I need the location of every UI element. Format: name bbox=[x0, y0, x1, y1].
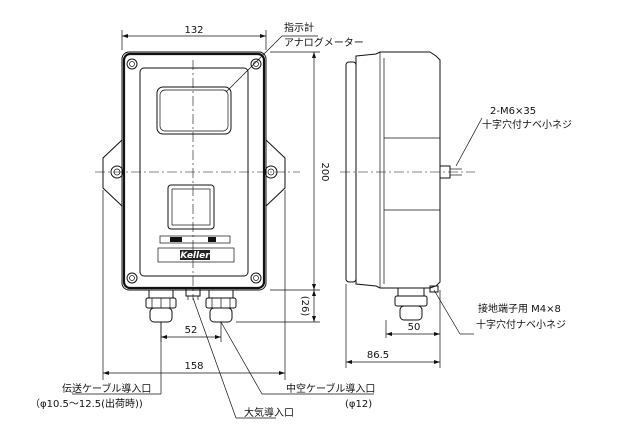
label-screw-line2: 十字穴付ナベ小ネジ bbox=[482, 118, 572, 131]
display-window bbox=[167, 184, 215, 230]
dim-side-depth: 86.5 bbox=[367, 350, 389, 361]
corner-screw-top-right-icon bbox=[250, 58, 262, 70]
label-air-inlet: 大気導入口 bbox=[244, 406, 294, 419]
side-labels: 2-M6×35 十字穴付ナベ小ネジ 接地端子用 M4×8 十字穴付ナベ小ネジ bbox=[433, 106, 572, 335]
dim-gap: (26) bbox=[299, 296, 310, 317]
corner-screw-bottom-right-icon bbox=[250, 272, 262, 284]
dim-port-spacing: 52 bbox=[185, 325, 198, 336]
label-transmission-line1: 伝送ケーブル導入口 bbox=[62, 382, 151, 395]
side-gland-nut bbox=[394, 295, 428, 307]
ground-terminal-icon bbox=[429, 285, 439, 293]
side-view bbox=[340, 51, 475, 321]
housing-outer bbox=[121, 51, 267, 291]
corner-screw-top-left-icon bbox=[126, 58, 138, 70]
side-dimensions: 50 86.5 bbox=[345, 284, 441, 368]
right-mounting-flange bbox=[265, 139, 286, 207]
brand-name: Keller bbox=[180, 251, 210, 261]
label-ground-line2: 十字穴付ナベ小ネジ bbox=[476, 318, 566, 331]
display-inner bbox=[171, 188, 211, 226]
front-dimensions: 132 200 (26) 52 158 bbox=[102, 25, 330, 380]
label-ground-line1: 接地端子用 M4×8 bbox=[478, 302, 561, 315]
left-cable-gland bbox=[145, 289, 177, 323]
air-inlet-port bbox=[185, 287, 201, 297]
side-screw-icon bbox=[439, 165, 451, 179]
dim-side-base: 50 bbox=[408, 322, 421, 333]
label-indicator-line1: 指示計 bbox=[284, 21, 314, 34]
brand-plate-frame bbox=[157, 247, 235, 263]
dim-top-width: 132 bbox=[184, 25, 203, 36]
dim-bottom-width: 158 bbox=[184, 361, 203, 372]
analog-meter-window bbox=[156, 86, 232, 135]
label-hollow-line2: (φ12) bbox=[345, 399, 372, 410]
switch-left bbox=[170, 237, 182, 242]
front-labels: 指示計 アナログメーター 伝送ケーブル導入口 （φ10.5～12.5(出荷時))… bbox=[30, 21, 375, 419]
left-mounting-flange bbox=[102, 139, 123, 207]
dim-height: 200 bbox=[319, 162, 330, 181]
label-transmission-line2: （φ10.5～12.5(出荷時)) bbox=[30, 397, 143, 410]
label-screw-line1: 2-M6×35 bbox=[490, 106, 536, 117]
side-gland-top bbox=[397, 287, 425, 297]
side-body bbox=[355, 51, 441, 289]
analog-meter-inner bbox=[159, 89, 229, 132]
switch-strip bbox=[159, 235, 231, 244]
brand-logo bbox=[180, 250, 210, 260]
front-view: Keller bbox=[95, 51, 300, 323]
corner-screw-bottom-left-icon bbox=[126, 272, 138, 284]
side-gland-cap bbox=[399, 305, 423, 321]
switch-right bbox=[208, 237, 216, 242]
label-hollow-line1: 中空ケーブル導入口 bbox=[286, 382, 375, 395]
front-cover bbox=[139, 67, 249, 277]
right-cable-gland bbox=[205, 289, 237, 323]
label-indicator-line2: アナログメーター bbox=[284, 36, 364, 49]
